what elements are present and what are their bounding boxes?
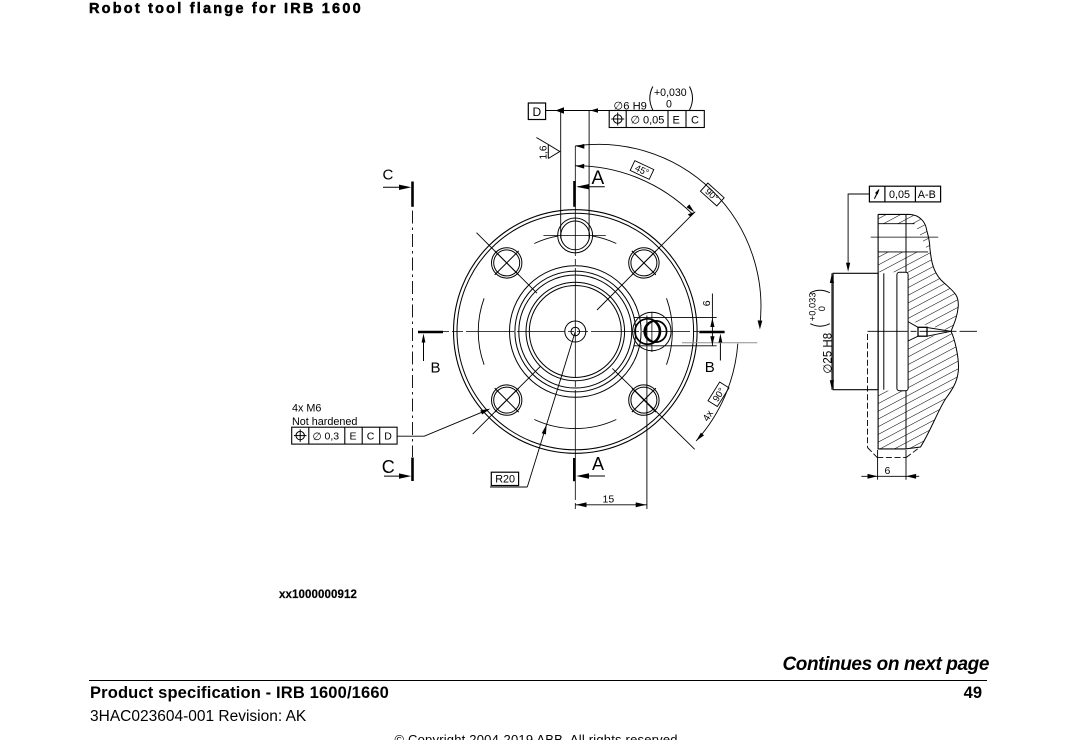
svg-text:A: A <box>592 454 604 474</box>
svg-text:45°: 45° <box>633 162 651 178</box>
svg-text:∅: ∅ <box>313 431 322 443</box>
svg-text:Not hardened: Not hardened <box>292 416 357 428</box>
svg-text:D: D <box>533 105 542 119</box>
svg-text:+0,030: +0,030 <box>654 87 687 99</box>
svg-text:E: E <box>673 114 680 126</box>
svg-text:A-B: A-B <box>918 189 936 201</box>
svg-text:0: 0 <box>666 99 672 111</box>
svg-text:∅6 H9: ∅6 H9 <box>614 101 647 113</box>
svg-text:0,3: 0,3 <box>325 431 340 443</box>
svg-text:1,6: 1,6 <box>539 145 550 159</box>
svg-text:+0,033: +0,033 <box>807 292 817 321</box>
svg-text:C: C <box>367 431 375 443</box>
svg-text:6: 6 <box>701 300 713 306</box>
svg-text:90°: 90° <box>703 186 721 204</box>
svg-text:B: B <box>431 360 441 377</box>
svg-text:E: E <box>350 431 357 443</box>
svg-text:0: 0 <box>817 306 827 311</box>
svg-text:C: C <box>382 457 395 477</box>
svg-text:90°: 90° <box>710 385 727 403</box>
svg-text:B: B <box>705 359 715 376</box>
svg-text:∅: ∅ <box>631 114 641 126</box>
svg-text:0,05: 0,05 <box>889 189 910 201</box>
svg-text:R20: R20 <box>495 474 515 486</box>
svg-text:A: A <box>592 168 605 189</box>
svg-text:4x M6: 4x M6 <box>292 403 321 415</box>
svg-text:4x: 4x <box>701 409 716 424</box>
svg-text:D: D <box>384 431 392 443</box>
svg-text:C: C <box>691 114 699 126</box>
svg-text:∅25 H8: ∅25 H8 <box>822 333 834 374</box>
svg-text:0,05: 0,05 <box>643 114 664 126</box>
svg-text:C: C <box>383 167 394 184</box>
svg-text:15: 15 <box>603 494 615 506</box>
svg-text:6: 6 <box>885 465 891 477</box>
